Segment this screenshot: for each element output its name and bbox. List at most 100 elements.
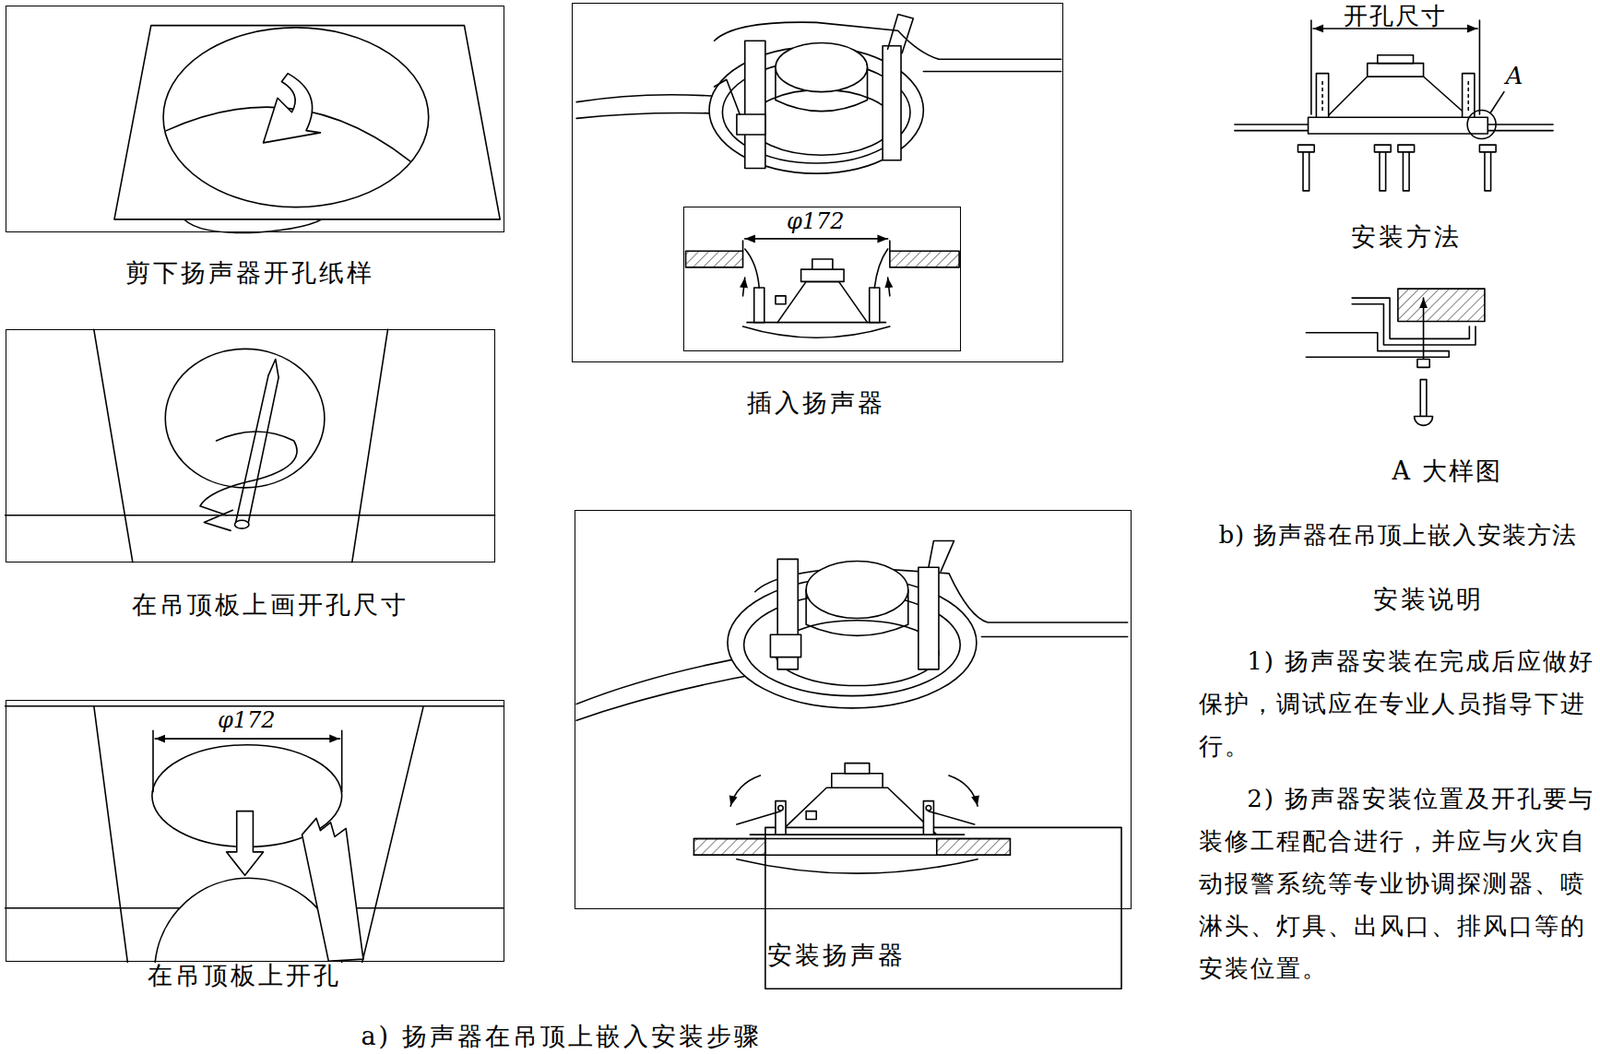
insert-speaker-drawing-part xyxy=(683,207,961,353)
install-speaker-drawing-part xyxy=(770,634,801,657)
install-speaker-drawing-part xyxy=(805,561,909,619)
insert-speaker-drawing-part xyxy=(775,42,868,92)
install-method-drawing-part xyxy=(1379,152,1387,191)
insert-speaker-drawing-part xyxy=(745,40,766,168)
install-speaker-drawing-part xyxy=(981,636,1127,639)
cutting-drawing xyxy=(5,706,505,963)
install-method-drawing-part xyxy=(1311,20,1481,115)
figure-caption: 安装方法 xyxy=(1351,222,1462,252)
dimension-label: 开孔尺寸 xyxy=(1343,1,1447,31)
insert-speaker-drawing-part xyxy=(686,250,744,268)
dimension-label: φ172 xyxy=(217,706,276,734)
template-sheet-part xyxy=(262,73,320,143)
install-speaker-drawing-part xyxy=(576,673,760,721)
callout-letter: A xyxy=(1505,61,1524,91)
install-method-drawing-part xyxy=(1402,152,1410,191)
step-panel: 插入扬声器φ172 xyxy=(571,2,1064,362)
step-caption: 安装扬声器 xyxy=(767,940,906,971)
cutting-drawing-part xyxy=(94,706,129,963)
marking-drawing-part xyxy=(203,509,233,531)
template-sheet-part xyxy=(114,25,500,220)
marking-drawing-part xyxy=(236,375,279,525)
figure-caption: a) 扬声器在吊顶上嵌入安装步骤 xyxy=(360,1021,761,1052)
detail-a-drawing xyxy=(1305,288,1485,426)
install-speaker-drawing-part xyxy=(765,827,1122,989)
detail-a-drawing-part xyxy=(1414,415,1434,426)
insert-speaker-drawing-part xyxy=(749,89,893,155)
dimension-label: φ172 xyxy=(786,208,845,236)
insert-speaker-drawing-part xyxy=(812,259,833,270)
install-speaker-drawing-part xyxy=(693,839,1010,856)
install-speaker-drawing-part xyxy=(923,801,934,836)
install-method-drawing-part xyxy=(1374,144,1391,153)
cutting-drawing-part xyxy=(153,730,343,792)
install-method-drawing-part xyxy=(1297,144,1315,153)
figure-caption: A 大样图 xyxy=(1391,456,1502,486)
insert-speaker-drawing-part xyxy=(869,287,880,323)
note-text: 2) 扬声器安装位置及开孔要与装修工程配合进行，并应与火灾自动报警系统等专业协调… xyxy=(1198,777,1598,990)
insert-speaker-drawing-part xyxy=(777,281,867,322)
marking-drawing-part xyxy=(200,431,297,516)
install-method-drawing-part xyxy=(1491,92,1505,113)
insert-speaker-drawing-part xyxy=(736,114,766,135)
detail-a-drawing-part xyxy=(1420,379,1427,417)
marking-drawing-part xyxy=(352,329,389,562)
insert-speaker-drawing xyxy=(576,13,1062,352)
template-sheet xyxy=(114,25,500,234)
install-method-drawing xyxy=(1234,20,1553,191)
install-method-drawing-part xyxy=(1484,152,1492,191)
install-speaker-drawing-part xyxy=(831,773,883,788)
install-speaker-drawing-part xyxy=(918,567,939,670)
cutting-drawing-part xyxy=(362,706,424,963)
insert-speaker-drawing-part xyxy=(801,269,844,282)
install-speaker-drawing-part xyxy=(775,801,786,836)
install-method-drawing-part xyxy=(1479,144,1496,153)
detail-a-drawing-part xyxy=(1305,332,1449,358)
marking-drawing-part xyxy=(165,348,325,487)
detail-a-drawing-part xyxy=(1351,304,1476,345)
insert-speaker-drawing-part xyxy=(923,71,1061,73)
step-caption: 在吊顶板上开孔 xyxy=(147,960,342,991)
insert-speaker-drawing-part xyxy=(754,287,765,323)
detail-a-drawing-part xyxy=(1422,297,1425,368)
detail-box: φ172 xyxy=(683,206,961,352)
notes-heading: 安装说明 xyxy=(1373,583,1484,614)
figure-caption: b) 扬声器在吊顶上嵌入安装方法 xyxy=(1218,521,1577,550)
insert-speaker-drawing-part xyxy=(889,250,960,268)
insert-speaker-drawing-part xyxy=(743,240,890,251)
detail-a-drawing-part xyxy=(1398,288,1485,321)
marking-drawing-part xyxy=(268,358,279,378)
cutting-drawing-part xyxy=(5,705,505,708)
step-caption: 在吊顶板上画开孔尺寸 xyxy=(131,589,409,619)
note-text: 1) 扬声器安装在完成后应做好保护，调试应在专业人员指导下进行。 xyxy=(1198,640,1598,768)
insert-speaker-drawing-part xyxy=(888,13,914,53)
cutting-drawing-part xyxy=(154,737,340,740)
insert-speaker-drawing-part xyxy=(888,277,890,297)
install-speaker-drawing-part xyxy=(948,775,978,806)
install-method-drawing-part xyxy=(1398,144,1415,153)
marking-drawing-part xyxy=(94,329,133,562)
step-caption: 剪下扬声器开孔纸样 xyxy=(125,258,375,288)
insert-speaker-drawing-part xyxy=(775,296,786,305)
template-sheet-part xyxy=(163,27,429,208)
install-speaker-drawing-part xyxy=(805,811,817,820)
install-method-drawing-part xyxy=(1303,152,1310,191)
install-speaker-drawing-part xyxy=(925,805,932,812)
install-speaker-drawing-part xyxy=(778,805,784,812)
marking-drawing-part xyxy=(235,520,249,529)
insert-speaker-drawing-part xyxy=(746,321,886,324)
step-caption: 插入扬声器 xyxy=(746,387,886,417)
install-method-drawing-part xyxy=(1467,110,1496,140)
insert-speaker-drawing-part xyxy=(745,237,889,240)
install-speaker-drawing-part xyxy=(693,839,765,856)
install-speaker-drawing-part xyxy=(730,775,760,806)
insert-speaker-drawing-part xyxy=(745,248,889,288)
install-speaker-drawing-part xyxy=(844,763,870,774)
step-panel: φ172在吊顶板上开孔 xyxy=(5,699,505,962)
install-method-drawing-part xyxy=(1377,55,1414,64)
step-panel: 剪下扬声器开孔纸样 xyxy=(5,5,505,234)
install-method-drawing-part xyxy=(1308,117,1489,134)
step-panel: 安装扬声器 xyxy=(574,509,1132,910)
install-speaker-drawing xyxy=(576,540,1128,989)
insert-speaker-drawing-part xyxy=(743,326,890,338)
